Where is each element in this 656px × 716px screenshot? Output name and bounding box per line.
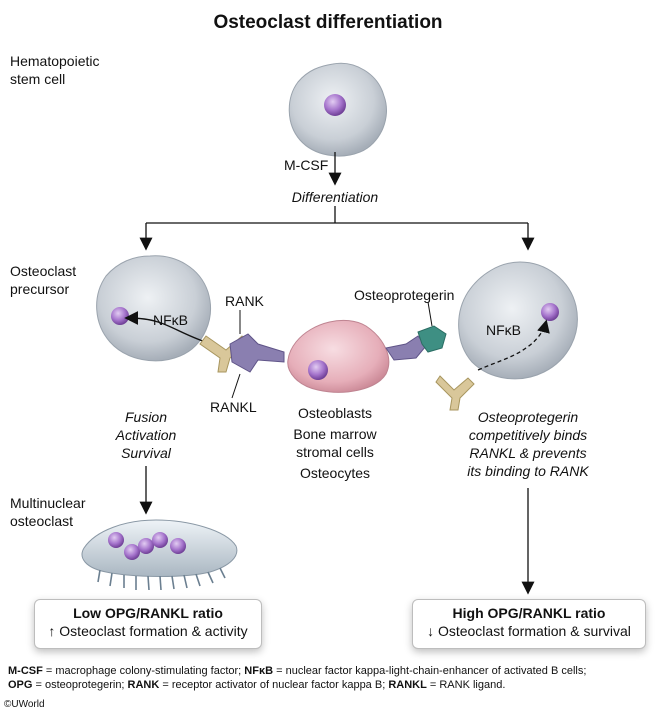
multinuclear-osteoclast — [81, 519, 238, 591]
opg-pointer — [427, 301, 433, 327]
stromal-label-line3: stromal cells — [296, 444, 374, 460]
fn-rank-term: RANK — [127, 679, 160, 691]
osteoclast-precursor-left — [96, 255, 211, 362]
rankl-pointer — [231, 373, 241, 399]
fn-opg-def: = osteoprotegerin; — [32, 679, 128, 691]
nfkb-signal-arrow-left — [124, 311, 213, 345]
hsc-label: Hematopoietic stem cell — [10, 52, 100, 88]
opg-line1: Osteoprotegerin — [477, 409, 579, 425]
footnote: M-CSF = macrophage colony-stimulating fa… — [8, 664, 648, 692]
footnote-line2: OPG = osteoprotegerin; RANK = receptor a… — [8, 678, 648, 692]
branch-arrows — [139, 206, 535, 251]
stromal-label: Osteoblasts Bone marrow stromal cells Os… — [270, 404, 400, 482]
fn-rankl-term: RANKL — [388, 679, 427, 691]
rank-label: RANK — [225, 293, 264, 309]
stromal-label-line2: Bone marrow — [293, 426, 377, 442]
opg-bound-rankl — [385, 325, 447, 361]
low-ratio-title: Low OPG/RANKL ratio — [73, 605, 223, 621]
opg-line4: its binding to RANK — [467, 463, 589, 479]
opg-line3: RANKL & prevents — [469, 445, 587, 461]
mcsf-label: M-CSF — [284, 157, 329, 173]
rankl-ligand — [229, 333, 285, 373]
fn-nfkb-def: = nuclear factor kappa-light-chain-enhan… — [273, 665, 587, 677]
hematopoietic-stem-cell — [288, 62, 388, 157]
multinuclear-label-line2: osteoclast — [10, 513, 74, 529]
low-ratio-subtitle: ↑ Osteoclast formation & activity — [48, 623, 248, 639]
activation-label: Activation — [115, 427, 177, 443]
nfkb-label-right: NFκB — [486, 322, 521, 338]
fn-rankl-def: = RANK ligand. — [426, 679, 506, 691]
high-ratio-box: High OPG/RANKL ratio ↓ Osteoclast format… — [412, 599, 646, 649]
high-ratio-subtitle: ↓ Osteoclast formation & survival — [427, 623, 631, 639]
fn-mcsf-def: = macrophage colony-stimulating factor; — [42, 665, 245, 677]
rankl-label: RANKL — [210, 399, 257, 415]
hsc-label-line2: stem cell — [10, 71, 66, 87]
fn-mcsf-term: M-CSF — [8, 665, 43, 677]
footnote-line1: M-CSF = macrophage colony-stimulating fa… — [8, 664, 648, 678]
multinuclear-label-line1: Multinuclear — [10, 495, 86, 511]
nfkb-signal-arrow-right — [477, 319, 550, 371]
stromal-label-line1: Osteoblasts — [298, 405, 372, 421]
survival-label: Survival — [121, 445, 171, 461]
opg-line2: competitively binds — [468, 427, 588, 443]
precursor-label-line1: Osteoclast — [10, 263, 77, 279]
rank-receptor-unbound — [435, 375, 475, 411]
osteoclast-precursor-right — [458, 261, 578, 380]
osteoprotegerin-label: Osteoprotegerin — [354, 287, 455, 303]
precursor-label: Osteoclast precursor — [10, 262, 76, 298]
stromal-cell — [287, 319, 390, 393]
high-ratio-title: High OPG/RANKL ratio — [452, 605, 606, 621]
page-title: Osteoclast differentiation — [213, 12, 443, 33]
differentiation-label: Differentiation — [291, 189, 379, 205]
hsc-label-line1: Hematopoietic — [10, 53, 100, 69]
copyright: ©UWorld — [4, 699, 45, 710]
opg-mechanism-text: Osteoprotegerin competitively binds RANK… — [440, 408, 616, 480]
nfkb-label-left: NFκB — [153, 312, 188, 328]
stromal-label-line4: Osteocytes — [299, 465, 371, 481]
multinuclear-label: Multinuclear osteoclast — [10, 494, 85, 530]
low-ratio-box: Low OPG/RANKL ratio ↑ Osteoclast formati… — [34, 599, 262, 649]
fusion-label: Fusion — [124, 409, 168, 425]
fn-opg-term: OPG — [8, 679, 33, 691]
fn-nfkb-term: NFκB — [244, 665, 274, 677]
precursor-label-line2: precursor — [10, 281, 70, 297]
fusion-activation-survival: Fusion Activation Survival — [96, 408, 196, 462]
fn-rank-def: = receptor activator of nuclear factor k… — [159, 679, 389, 691]
